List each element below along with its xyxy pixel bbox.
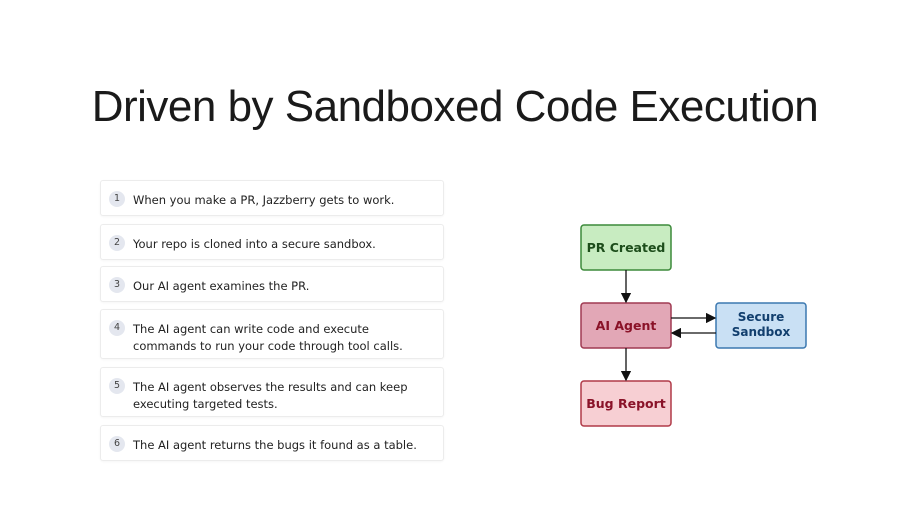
step-item: 1 When you make a PR, Jazzberry gets to … bbox=[100, 180, 444, 216]
step-number-badge: 5 bbox=[109, 378, 125, 394]
step-text: The AI agent can write code and execute … bbox=[133, 322, 403, 353]
step-text: The AI agent observes the results and ca… bbox=[133, 380, 408, 411]
step-item: 4 The AI agent can write code and execut… bbox=[100, 309, 444, 359]
step-text: Your repo is cloned into a secure sandbo… bbox=[133, 237, 376, 251]
step-number-badge: 4 bbox=[109, 320, 125, 336]
step-text: Our AI agent examines the PR. bbox=[133, 279, 310, 293]
ai-agent-node: AI Agent bbox=[580, 302, 672, 349]
step-item: 6 The AI agent returns the bugs it found… bbox=[100, 425, 444, 461]
step-item: 2 Your repo is cloned into a secure sand… bbox=[100, 224, 444, 260]
pr-created-node: PR Created bbox=[580, 224, 672, 271]
bug-report-label: Bug Report bbox=[586, 396, 666, 411]
secure-sandbox-node: Secure Sandbox bbox=[715, 302, 807, 349]
step-text: When you make a PR, Jazzberry gets to wo… bbox=[133, 193, 395, 207]
step-number-badge: 3 bbox=[109, 277, 125, 293]
step-number-badge: 2 bbox=[109, 235, 125, 251]
pr-created-label: PR Created bbox=[587, 240, 666, 255]
flow-diagram: PR Created AI Agent Secure Sandbox Bug R… bbox=[580, 224, 807, 427]
step-number-badge: 6 bbox=[109, 436, 125, 452]
step-number-badge: 1 bbox=[109, 191, 125, 207]
step-text: The AI agent returns the bugs it found a… bbox=[133, 438, 417, 452]
step-item: 5 The AI agent observes the results and … bbox=[100, 367, 444, 417]
ai-agent-label: AI Agent bbox=[596, 318, 657, 333]
secure-sandbox-label-line2: Sandbox bbox=[732, 325, 791, 339]
step-item: 3 Our AI agent examines the PR. bbox=[100, 266, 444, 302]
bug-report-node: Bug Report bbox=[580, 380, 672, 427]
secure-sandbox-label-line1: Secure bbox=[738, 310, 785, 324]
slide-title: Driven by Sandboxed Code Execution bbox=[91, 82, 819, 131]
